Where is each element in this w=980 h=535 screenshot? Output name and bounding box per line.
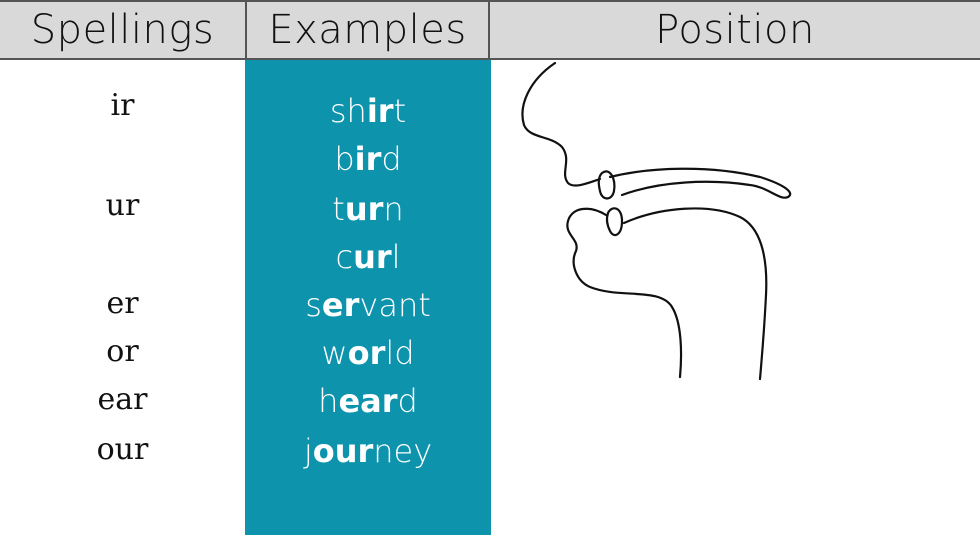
examples-column: shirt bird turn curl servant world heard… bbox=[245, 60, 491, 535]
spelling-item: er bbox=[106, 286, 139, 321]
spelling-item: ear bbox=[97, 382, 148, 417]
example-word: heard bbox=[318, 382, 418, 420]
header-examples: Examples bbox=[245, 2, 490, 58]
mouth-position-diagram-icon bbox=[521, 61, 792, 381]
example-word: curl bbox=[335, 238, 401, 276]
header-spellings: Spellings bbox=[30, 7, 215, 53]
example-word: shirt bbox=[329, 92, 407, 130]
spellings-column: ir ur er or ear our bbox=[0, 60, 245, 535]
example-word: bird bbox=[334, 140, 402, 178]
spelling-item: ur bbox=[105, 188, 140, 223]
spelling-item: our bbox=[96, 432, 149, 467]
spelling-item: ir bbox=[110, 88, 135, 123]
header-position: Position bbox=[655, 7, 815, 53]
example-word: world bbox=[321, 334, 415, 372]
example-word: journey bbox=[303, 432, 433, 470]
spelling-item: or bbox=[106, 334, 139, 369]
example-word: turn bbox=[332, 190, 404, 228]
table-header: Spellings Examples Position bbox=[0, 0, 980, 60]
example-word: servant bbox=[305, 286, 431, 324]
